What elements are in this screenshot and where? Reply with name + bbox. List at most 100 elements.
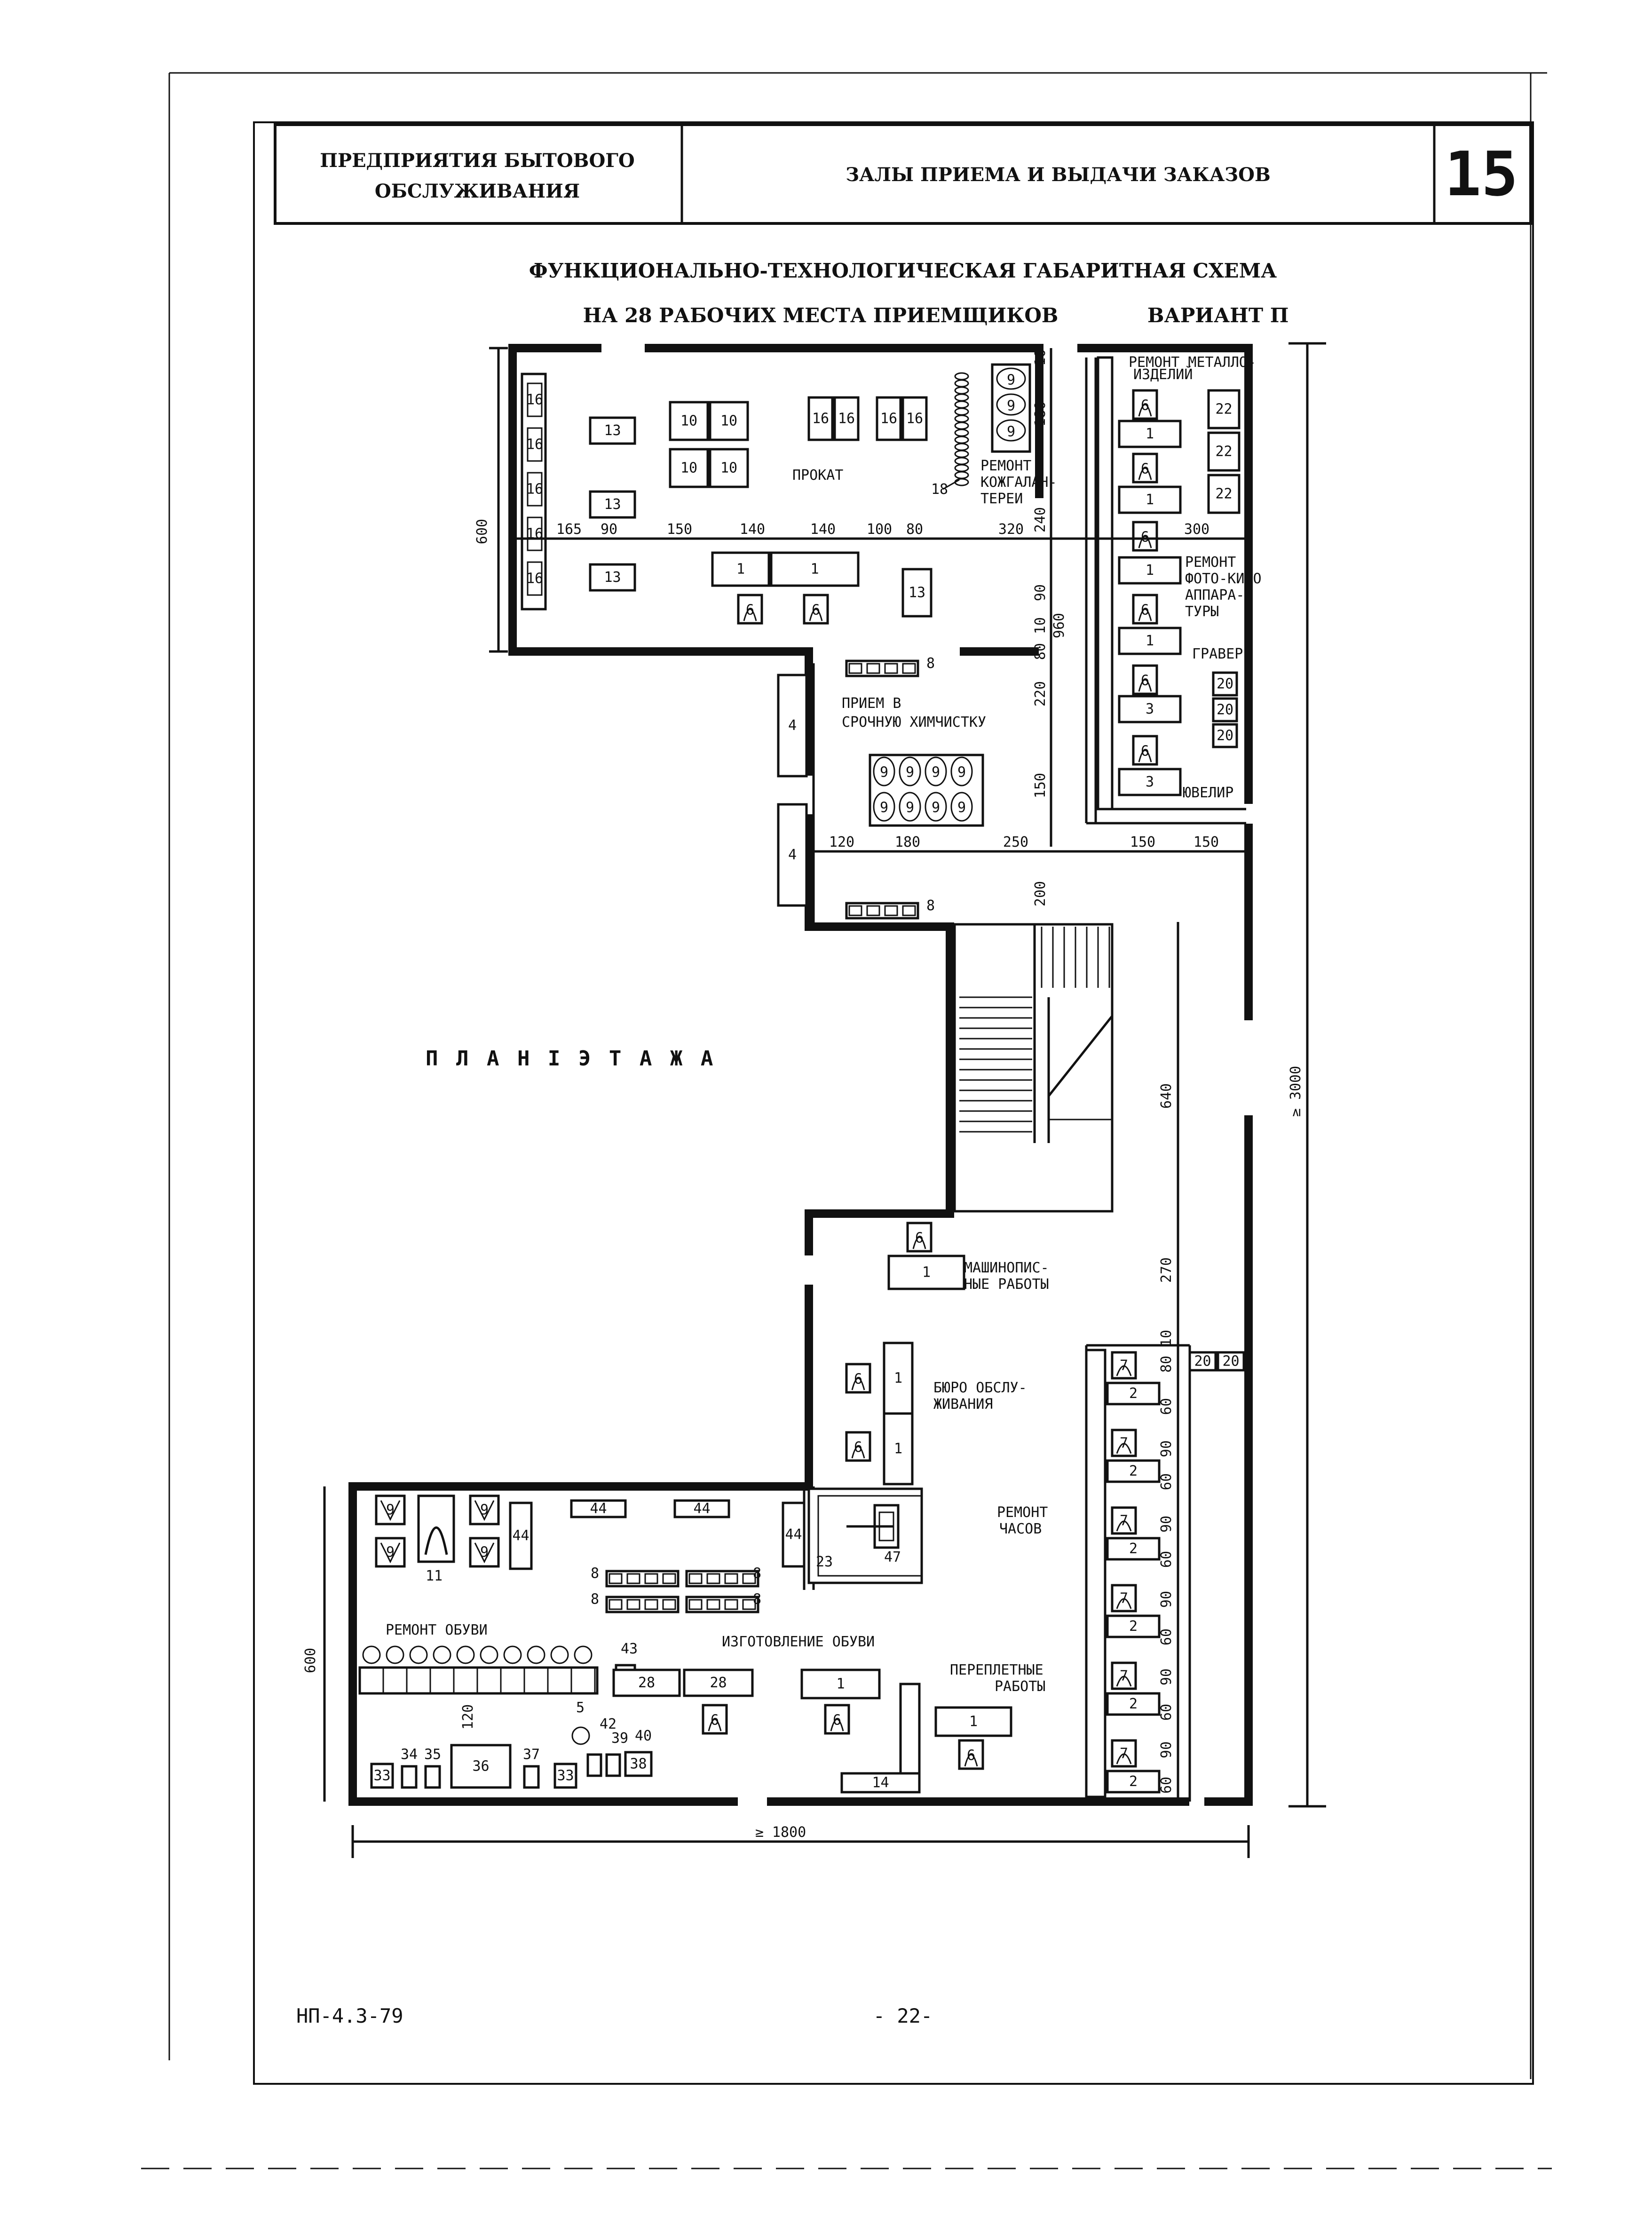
chair-number: 6 xyxy=(1141,602,1149,619)
label-8: 8 xyxy=(591,1565,599,1582)
chair-number: 9 xyxy=(906,800,914,816)
reception-desk xyxy=(711,551,770,587)
counter-4-label: 4 xyxy=(788,717,797,734)
seat-cell xyxy=(626,1599,640,1610)
footer-code: НП-4.3-79 xyxy=(296,2004,403,2027)
workbench-row xyxy=(358,1666,599,1695)
dim-60f: 60 xyxy=(1158,1777,1175,1794)
table-36 xyxy=(450,1744,512,1789)
chair-number: 6 xyxy=(967,1747,975,1764)
machine-9 xyxy=(996,367,1026,390)
drawing-title-line1: ФУНКЦИОНАЛЬНО-ТЕХНОЛОГИЧЕСКАЯ ГАБАРИТНАЯ… xyxy=(529,259,1277,282)
cabinet-20 xyxy=(1212,697,1238,723)
stool-number: 7 xyxy=(1120,1668,1128,1684)
label-18: 18 xyxy=(931,481,948,498)
shelf-14-upright xyxy=(899,1683,921,1775)
chair-seat xyxy=(912,1236,926,1249)
seat-cell xyxy=(742,1573,756,1584)
desk-1-label: 1 xyxy=(1146,562,1154,579)
machine-number: 9 xyxy=(1007,398,1015,414)
stool-5 xyxy=(571,1726,590,1745)
cabinet-20-label: 20 xyxy=(1194,1353,1211,1370)
rack-10-label: 10 xyxy=(720,460,737,477)
header-org-line1: ПРЕДПРИЯТИЯ БЫТОВОГО xyxy=(320,150,635,172)
shelf-cell xyxy=(527,472,543,507)
cabinet-20 xyxy=(1212,723,1238,748)
zone-foto-line1: РЕМОНТ xyxy=(1185,554,1236,571)
dim-140b: 140 xyxy=(810,521,836,538)
cabinet-40 xyxy=(605,1753,621,1777)
label-8: 8 xyxy=(753,1565,761,1582)
desk-label: 1 xyxy=(894,1441,902,1457)
stool-circle xyxy=(550,1645,569,1664)
dim-60b: 60 xyxy=(1158,1473,1175,1490)
table-13-label: 13 xyxy=(604,496,621,513)
coil-mark xyxy=(954,478,969,486)
stool-circle xyxy=(362,1645,381,1664)
dim-320: 320 xyxy=(998,521,1024,538)
label-23: 23 xyxy=(816,1554,833,1570)
chair-seat xyxy=(1138,679,1152,692)
page-frame xyxy=(141,72,1552,2169)
coil-mark xyxy=(954,379,969,388)
shelf-number: 16 xyxy=(526,481,543,498)
cabinet-22-label: 22 xyxy=(1215,486,1232,502)
dim-200: 200 xyxy=(1032,881,1049,906)
stool-circle xyxy=(480,1645,498,1664)
chair-number: 9 xyxy=(880,764,888,781)
dim-90d: 90 xyxy=(1158,1516,1175,1533)
stool-seat xyxy=(1116,1365,1132,1376)
cabinet-20-label: 20 xyxy=(1217,676,1233,692)
chair-number: 6 xyxy=(1141,461,1149,477)
cabinet-22-label: 22 xyxy=(1215,401,1232,418)
coil-mark xyxy=(954,386,969,395)
dim-180a: 180 xyxy=(1032,401,1049,427)
chair-number: 6 xyxy=(1141,673,1149,689)
cabinet-20-label: 20 xyxy=(1217,728,1233,744)
stool-circle xyxy=(574,1645,593,1664)
cabinet-20-label: 20 xyxy=(1222,1353,1239,1370)
dim-3000: ≥ 3000 xyxy=(1288,1066,1304,1117)
seat-cell xyxy=(884,905,898,916)
seat-cell xyxy=(609,1573,623,1584)
stool-circle xyxy=(386,1645,404,1664)
dim-150v: 150 xyxy=(1032,773,1049,798)
coil-mark xyxy=(954,443,969,451)
rack-10 xyxy=(709,401,749,441)
zone-mash-line2: НЫЕ РАБОТЫ xyxy=(964,1276,1049,1293)
chair-seat xyxy=(708,1718,722,1732)
chair-number: 6 xyxy=(1141,529,1149,546)
desk-3-label: 3 xyxy=(1146,701,1154,717)
chair-number: 9 xyxy=(957,764,966,781)
coil-mark xyxy=(954,450,969,458)
machine-number: 9 xyxy=(480,1502,489,1518)
label-40: 40 xyxy=(635,1728,652,1744)
shelf-number: 16 xyxy=(526,571,543,587)
stool-number: 7 xyxy=(1120,1358,1128,1374)
dim-150a: 150 xyxy=(667,521,692,538)
shelf-cell xyxy=(527,516,543,551)
desk-1-label: 1 xyxy=(1146,492,1154,508)
desk-1 xyxy=(800,1668,881,1700)
zone-chist-line1: ПРИЕМ В xyxy=(842,695,901,712)
cabinet-20 xyxy=(1217,1351,1245,1372)
drawing-variant: ВАРИАНТ П xyxy=(1147,304,1288,327)
seat-cell xyxy=(848,905,862,916)
zone-graver: ГРАВЕР xyxy=(1192,646,1243,662)
desk-3 xyxy=(1118,768,1182,796)
chair-seat xyxy=(964,1754,978,1767)
zone-kozh-line3: ТЕРЕИ xyxy=(980,491,1023,507)
chair-9 xyxy=(950,756,973,786)
sheet-number: 15 xyxy=(1445,138,1518,210)
coil-mark xyxy=(954,429,969,437)
header-section-title: ЗАЛЫ ПРИЕМА И ВЫДАЧИ ЗАКАЗОВ xyxy=(846,164,1271,186)
dim-90a: 90 xyxy=(601,521,617,538)
table-13 xyxy=(589,563,636,592)
desk-2-label: 2 xyxy=(1129,1463,1138,1479)
desk-1 xyxy=(1118,627,1182,655)
desk-2 xyxy=(1106,1614,1161,1638)
desk-2-label: 2 xyxy=(1129,1541,1138,1557)
dim-640: 640 xyxy=(1158,1083,1175,1109)
rack-16 xyxy=(833,396,860,441)
